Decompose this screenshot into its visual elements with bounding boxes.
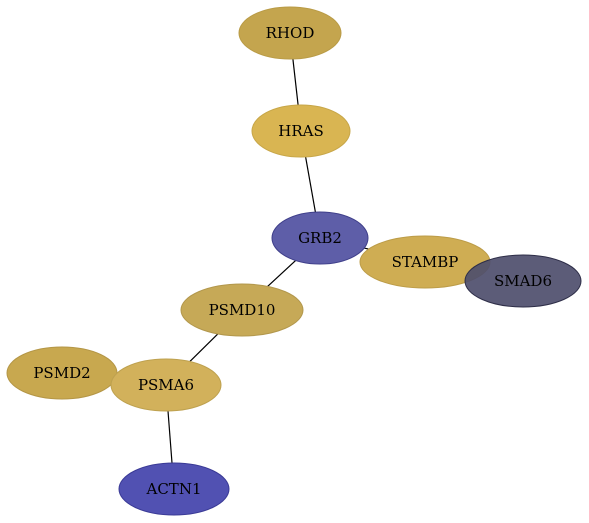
edge-psmd10-psma6 [189, 333, 219, 363]
edge-psma6-actn1 [167, 410, 173, 464]
node-psmd10-label: PSMD10 [209, 301, 276, 319]
node-actn1-shape [118, 462, 230, 516]
node-psma6-shape [110, 358, 222, 412]
node-actn1-label: ACTN1 [146, 480, 202, 498]
node-psmd2[interactable]: PSMD2 [6, 346, 118, 400]
edge-rhod-hras [292, 58, 299, 106]
edge-hras-grb2 [305, 156, 316, 213]
node-rhod-label: RHOD [266, 24, 315, 42]
node-stambp-label: STAMBP [392, 253, 459, 271]
node-smad6[interactable]: SMAD6 [464, 254, 582, 308]
node-psmd2-label: PSMD2 [33, 364, 90, 382]
node-psma6-label: PSMA6 [138, 376, 194, 394]
node-smad6-label: SMAD6 [494, 272, 552, 290]
node-psma6[interactable]: PSMA6 [110, 358, 222, 412]
node-grb2[interactable]: GRB2 [271, 211, 369, 265]
edge-grb2-psmd10 [267, 259, 297, 287]
node-rhod-shape [238, 6, 342, 60]
node-hras[interactable]: HRAS [251, 104, 351, 158]
node-hras-shape [251, 104, 351, 158]
edge-layer [167, 58, 369, 464]
node-rhod[interactable]: RHOD [238, 6, 342, 60]
node-hras-label: HRAS [278, 122, 323, 140]
node-grb2-shape [271, 211, 369, 265]
node-actn1[interactable]: ACTN1 [118, 462, 230, 516]
node-smad6-shape [464, 254, 582, 308]
node-grb2-label: GRB2 [298, 229, 342, 247]
node-psmd10-shape [180, 283, 304, 337]
node-psmd10[interactable]: PSMD10 [180, 283, 304, 337]
